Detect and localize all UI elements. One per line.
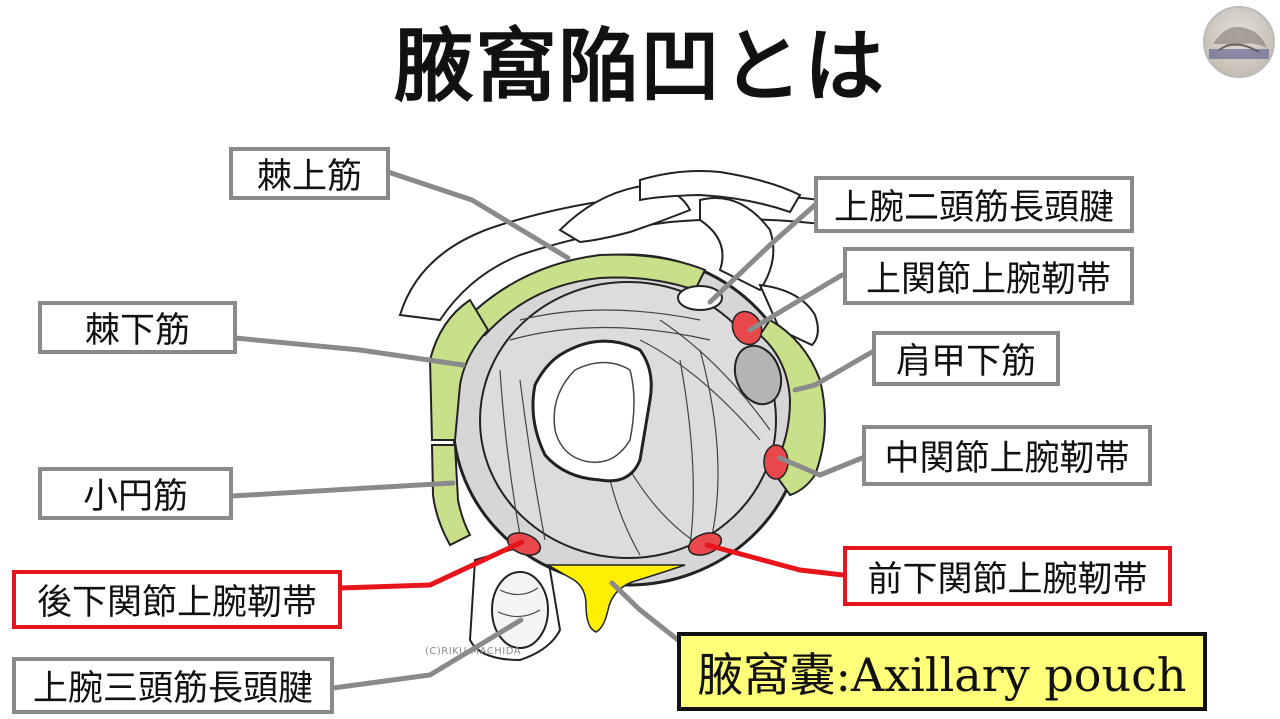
label-teres-minor: 小円筋: [38, 467, 233, 520]
subscapularis-tendon-section: [733, 344, 783, 406]
brand-logo: [1203, 6, 1275, 78]
ligament-insertions: [506, 310, 789, 556]
label-subscapularis: 肩甲下筋: [872, 331, 1060, 386]
label-axillary-pouch: 腋窩嚢:Axillary pouch: [677, 632, 1207, 711]
label-superior-gh: 上関節上腕靭帯: [843, 247, 1134, 305]
label-infraspinatus: 棘下筋: [38, 301, 237, 354]
axillary-pouch: [545, 564, 686, 633]
ligament-fibers: [499, 309, 771, 556]
rotator-cuff-muscles: [428, 253, 826, 547]
copyright-credit: (C)RIKU MACHIDA: [425, 646, 522, 657]
label-biceps-long-head: 上腕二頭筋長頭腱: [814, 176, 1134, 233]
label-triceps-long-head: 上腕三頭筋長頭腱: [12, 657, 334, 714]
leader-lines-red: [337, 539, 846, 591]
label-middle-gh: 中関節上腕靭帯: [862, 425, 1152, 486]
label-anterior-igh: 前下関節上腕靭帯: [843, 546, 1172, 606]
label-posterior-igh: 後下関節上腕靭帯: [12, 570, 342, 629]
leader-lines-gray: [229, 169, 875, 691]
label-supraspinatus: 棘上筋: [229, 147, 390, 200]
page-title: 腋窩陥凹とは: [394, 19, 886, 113]
